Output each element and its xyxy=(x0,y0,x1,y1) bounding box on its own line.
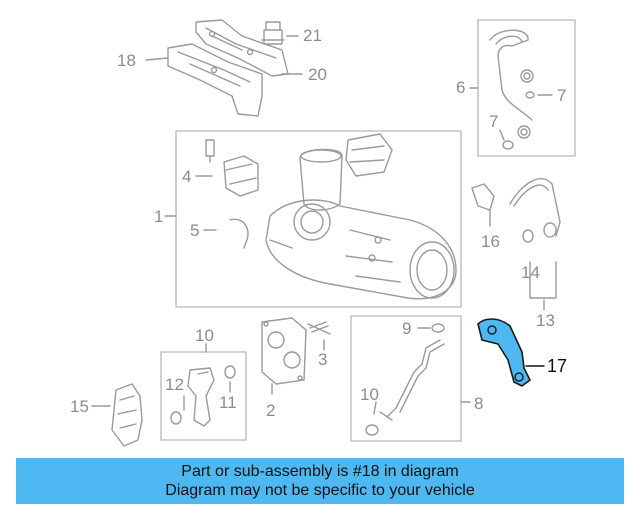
turbo-group-box xyxy=(175,130,462,308)
callout-2: 2 xyxy=(266,401,276,420)
callout-6: 6 xyxy=(456,78,466,97)
callout-9: 9 xyxy=(402,319,412,338)
banner-line-1: Part or sub-assembly is #18 in diagram xyxy=(181,463,459,480)
bracket-18-highlight xyxy=(477,318,531,387)
callout-21: 21 xyxy=(303,26,322,45)
callout-10: 10 xyxy=(360,385,379,404)
heat-shield-drawing xyxy=(167,19,289,117)
feed-line-group-box xyxy=(160,351,247,441)
actuator-4-drawing xyxy=(205,139,259,197)
stud-3-drawing xyxy=(307,321,331,335)
callout-4: 4 xyxy=(182,167,192,186)
gasket-2-drawing xyxy=(261,317,307,385)
coolant-line-drawing xyxy=(471,178,561,243)
callout-13: 12 xyxy=(165,375,184,394)
callout-11: 10 xyxy=(195,326,214,345)
callout-19: 18 xyxy=(117,51,136,70)
callout-16: 15 xyxy=(70,397,89,416)
info-banner: Part or sub-assembly is #18 in diagram D… xyxy=(16,458,624,504)
callout-1: 1 xyxy=(154,207,164,226)
callout-18: 17 xyxy=(547,356,568,376)
callout-5: 5 xyxy=(190,221,200,240)
callout-8: 8 xyxy=(474,394,484,413)
callout-7-upper: 7 xyxy=(557,86,567,105)
shield-16-drawing xyxy=(111,383,143,447)
plug-21-drawing xyxy=(261,21,285,45)
callout-20: 20 xyxy=(308,65,327,84)
banner-line-2: Diagram may not be specific to your vehi… xyxy=(165,482,475,499)
leader-lines xyxy=(91,35,557,415)
callout-17: 16 xyxy=(481,232,500,251)
callout-12: 11 xyxy=(219,393,237,412)
return-line-group-box xyxy=(350,315,462,442)
feed-line-drawing xyxy=(170,365,236,427)
oil-feed-line-drawing xyxy=(489,29,535,150)
clamp-5-drawing xyxy=(229,218,249,249)
callout-3: 3 xyxy=(318,350,328,369)
oil-return-line-drawing xyxy=(365,323,445,436)
turbocharger-drawing xyxy=(265,133,457,300)
callout-15: 14 xyxy=(521,263,540,282)
callout-14: 13 xyxy=(536,311,555,330)
callout-7-lower: 7 xyxy=(489,112,499,131)
